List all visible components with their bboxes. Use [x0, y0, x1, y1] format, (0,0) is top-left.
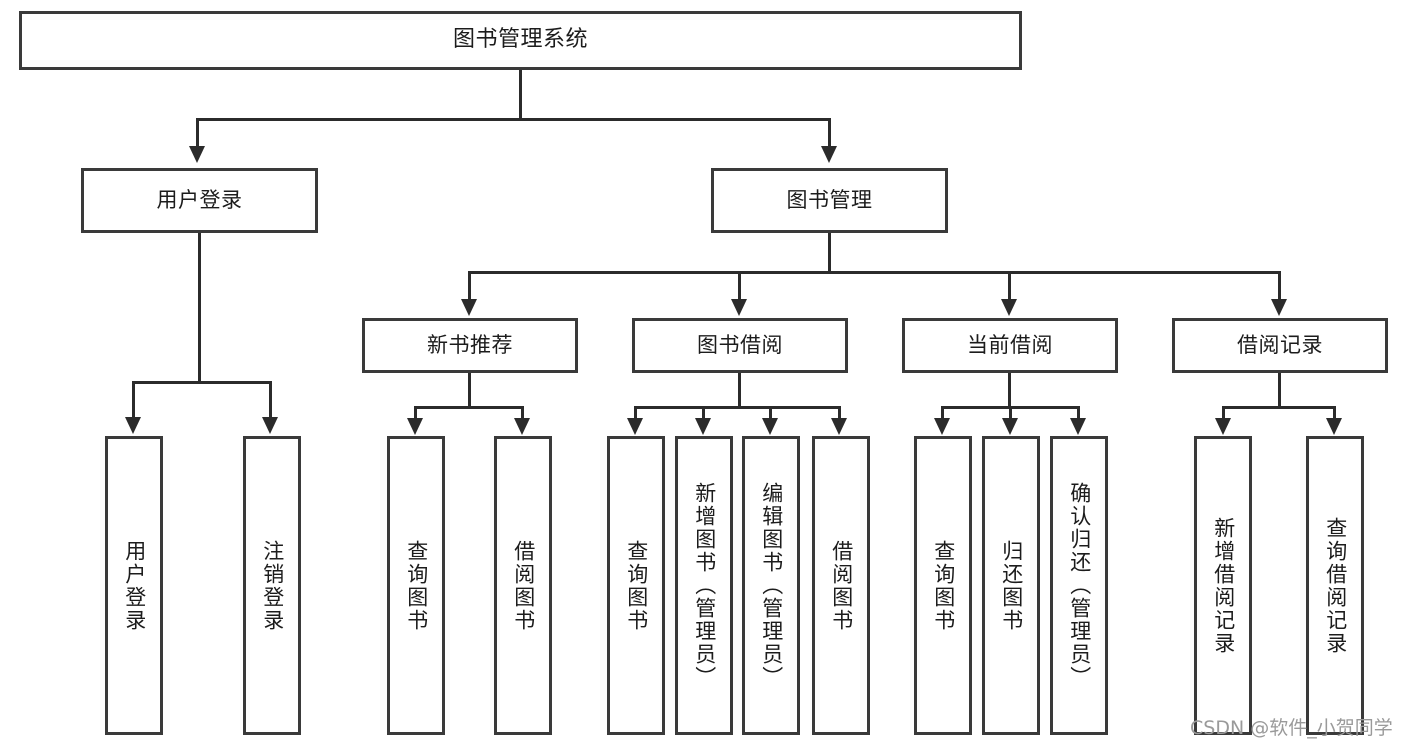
- arrowhead-leaf-return-book: [1002, 418, 1018, 435]
- connector-to-leaf-user-login: [132, 381, 135, 417]
- leaf-label: 新增借阅记录: [1211, 516, 1236, 655]
- leaf-add-borrow-record[interactable]: 新增借阅记录: [1194, 436, 1252, 735]
- connector-book-manage-stem: [828, 233, 831, 271]
- node-new-book-rec[interactable]: 新书推荐: [362, 318, 578, 373]
- leaf-label: 借阅图书: [511, 539, 536, 632]
- connector-borrow-record-stem: [1278, 373, 1281, 406]
- connector-to-leaf-query-book-3: [941, 406, 944, 418]
- arrowhead-book-manage: [821, 146, 837, 163]
- arrowhead-leaf-borrow-book-2: [831, 418, 847, 435]
- node-user-login[interactable]: 用户登录: [81, 168, 318, 233]
- connector-to-leaf-query-book-1: [414, 406, 417, 418]
- connector-borrow-record-bus: [1222, 406, 1336, 409]
- connector-user-login-bus: [132, 381, 270, 384]
- arrowhead-borrow-record: [1271, 299, 1287, 316]
- node-book-borrow[interactable]: 图书借阅: [632, 318, 848, 373]
- arrowhead-leaf-confirm-return: [1070, 418, 1086, 435]
- node-current-borrow[interactable]: 当前借阅: [902, 318, 1118, 373]
- connector-to-new-book-rec: [468, 271, 471, 299]
- leaf-query-book-borrow[interactable]: 查询图书: [607, 436, 665, 735]
- connector-book-borrow-bus: [634, 406, 840, 409]
- leaf-label: 查询图书: [404, 539, 429, 632]
- leaf-confirm-return-admin[interactable]: 确认归还（管理员）: [1050, 436, 1108, 735]
- connector-current-borrow-stem: [1008, 373, 1011, 406]
- leaf-label: 注销登录: [260, 539, 285, 632]
- node-label: 借阅记录: [1237, 332, 1323, 357]
- node-label: 图书管理: [786, 187, 873, 212]
- leaf-label: 查询图书: [624, 539, 649, 632]
- node-root-system[interactable]: 图书管理系统: [19, 11, 1022, 70]
- arrowhead-leaf-query-record: [1326, 418, 1342, 435]
- arrowhead-leaf-query-book-1: [407, 418, 423, 435]
- connector-to-leaf-logout: [269, 381, 272, 417]
- leaf-edit-book-admin[interactable]: 编辑图书（管理员）: [742, 436, 800, 735]
- node-label: 图书借阅: [697, 332, 783, 357]
- leaf-label: 用户登录: [122, 539, 147, 632]
- leaf-borrow-book-new-rec[interactable]: 借阅图书: [494, 436, 552, 735]
- connector-to-leaf-return-book: [1009, 406, 1012, 418]
- arrowhead-leaf-add-record: [1215, 418, 1231, 435]
- arrowhead-leaf-logout: [262, 417, 278, 434]
- connector-to-leaf-add-record: [1222, 406, 1225, 418]
- connector-to-book-borrow: [738, 271, 741, 299]
- leaf-logout[interactable]: 注销登录: [243, 436, 301, 735]
- arrowhead-leaf-user-login: [125, 417, 141, 434]
- connector-to-leaf-edit-book: [769, 406, 772, 418]
- connector-to-leaf-query-record: [1333, 406, 1336, 418]
- leaf-label: 借阅图书: [829, 539, 854, 632]
- arrowhead-leaf-edit-book: [762, 418, 778, 435]
- connector-to-borrow-record: [1278, 271, 1281, 299]
- leaf-query-book-current[interactable]: 查询图书: [914, 436, 972, 735]
- node-borrow-record[interactable]: 借阅记录: [1172, 318, 1388, 373]
- connector-user-login-stem: [198, 233, 201, 381]
- connector-to-current-borrow: [1008, 271, 1011, 299]
- arrowhead-leaf-query-book-3: [934, 418, 950, 435]
- leaf-user-login[interactable]: 用户登录: [105, 436, 163, 735]
- leaf-label: 查询图书: [931, 539, 956, 632]
- arrowhead-leaf-add-book: [695, 418, 711, 435]
- connector-to-leaf-add-book: [702, 406, 705, 418]
- leaf-add-book-admin[interactable]: 新增图书（管理员）: [675, 436, 733, 735]
- arrowhead-book-borrow: [731, 299, 747, 316]
- arrowhead-user-login: [189, 146, 205, 163]
- connector-root-stem: [519, 70, 522, 118]
- connector-to-leaf-confirm-return: [1077, 406, 1080, 418]
- arrowhead-current-borrow: [1001, 299, 1017, 316]
- connector-to-leaf-borrow-book-2: [838, 406, 841, 418]
- leaf-borrow-book[interactable]: 借阅图书: [812, 436, 870, 735]
- node-label: 图书管理系统: [452, 27, 588, 53]
- connector-book-borrow-stem: [738, 373, 741, 406]
- leaf-label: 编辑图书（管理员）: [759, 482, 784, 689]
- node-book-manage[interactable]: 图书管理: [711, 168, 948, 233]
- leaf-label: 归还图书: [999, 539, 1024, 632]
- connector-to-leaf-borrow-book-1: [521, 406, 524, 418]
- arrowhead-leaf-query-book-2: [627, 418, 643, 435]
- connector-root-bus: [196, 118, 831, 121]
- leaf-label: 新增图书（管理员）: [692, 482, 717, 689]
- connector-to-leaf-query-book-2: [634, 406, 637, 418]
- leaf-label: 查询借阅记录: [1323, 516, 1348, 655]
- connector-root-to-user-login: [196, 118, 199, 146]
- arrowhead-leaf-borrow-book-1: [514, 418, 530, 435]
- connector-new-book-rec-bus: [414, 406, 524, 409]
- node-label: 新书推荐: [427, 332, 513, 357]
- connector-book-manage-bus: [468, 271, 1281, 274]
- connector-root-to-book-manage: [828, 118, 831, 146]
- node-label: 当前借阅: [967, 332, 1053, 357]
- connector-new-book-rec-stem: [468, 373, 471, 406]
- csdn-watermark: CSDN @软件_小贺同学: [1190, 717, 1393, 739]
- arrowhead-new-book-rec: [461, 299, 477, 316]
- leaf-label: 确认归还（管理员）: [1067, 482, 1092, 689]
- leaf-query-book-new-rec[interactable]: 查询图书: [387, 436, 445, 735]
- leaf-return-book[interactable]: 归还图书: [982, 436, 1040, 735]
- node-label: 用户登录: [156, 187, 243, 212]
- leaf-query-borrow-record[interactable]: 查询借阅记录: [1306, 436, 1364, 735]
